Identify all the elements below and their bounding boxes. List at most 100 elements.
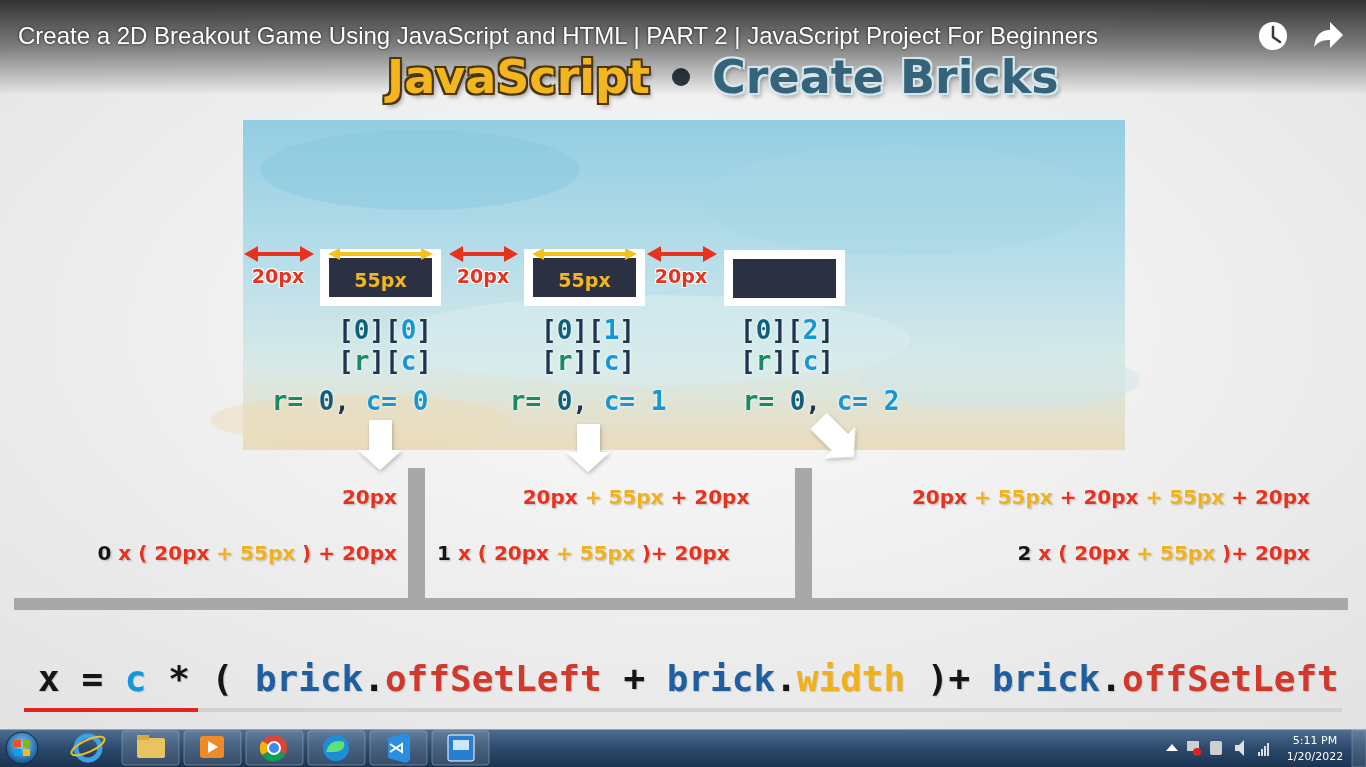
brick-index: [0][0] [338,316,432,346]
progress-played [24,708,198,712]
text-segment: ] [771,346,787,376]
text-segment: [ [787,315,803,345]
text-segment: ( [1058,541,1067,565]
text-segment: [ [588,346,604,376]
text-segment: x [118,541,131,565]
text-segment: 20px [494,541,549,565]
text-segment: * [168,658,190,699]
text-segment: r [756,346,772,376]
share-icon [1314,22,1343,48]
text-segment: 1 [437,541,451,565]
text-segment: + [318,541,335,565]
text-segment: + [1231,485,1248,509]
text-segment: = [852,386,868,416]
x-sum: 20px + 55px + 20px + 55px + 20px [912,486,1310,509]
text-segment [350,386,366,416]
text-segment: + [585,485,602,509]
text-segment: 0 [97,541,111,565]
brick-index: [0][1] [541,316,635,346]
text-segment [397,386,413,416]
text-segment: c [401,346,417,376]
text-segment: , [334,386,350,416]
text-segment: = [619,386,635,416]
text-segment: c [803,346,819,376]
brick-index: [0][2] [740,316,834,346]
text-segment: ] [818,346,834,376]
text-segment: 20px [675,541,730,565]
text-segment: )+ [927,658,970,699]
gap-dimension: 20px [457,266,509,288]
text-segment: r [354,346,370,376]
text-segment: ] [572,346,588,376]
text-segment: 0 [756,315,772,345]
width-arrow [524,249,645,265]
progress-track [24,708,1342,712]
text-segment: r [510,386,526,416]
text-segment: ( [478,541,487,565]
row-col-values: r= 0, c= 1 [510,387,667,417]
text-segment: r [272,386,288,416]
text-segment: ] [818,315,834,345]
width-arrow [320,249,441,265]
text-segment: 0 [401,315,417,345]
text-segment: c [604,346,620,376]
text-segment: 20px [523,485,578,509]
text-segment: = [381,386,397,416]
text-segment: 55px [1160,541,1215,565]
text-segment: ] [369,315,385,345]
text-segment: 0 [413,386,429,416]
text-segment [303,386,319,416]
video-title: Create a 2D Breakout Game Using JavaScri… [18,24,1098,48]
text-segment: ( [212,658,234,699]
text-segment: , [572,386,588,416]
text-segment: + [216,541,233,565]
text-segment: 0 [354,315,370,345]
text-segment [588,386,604,416]
text-segment: [ [385,346,401,376]
text-segment: )+ [1222,541,1248,565]
text-segment: x [38,658,60,699]
row-col-values: r= 0, c= 0 [272,387,429,417]
text-segment: [ [740,346,756,376]
text-segment: 1 [651,386,667,416]
text-segment: [ [541,346,557,376]
text-segment [774,386,790,416]
text-segment: , [805,386,821,416]
gap-dimension: 20px [252,266,304,288]
brick-frame [724,250,845,306]
text-segment: + [671,485,688,509]
text-segment: [ [338,315,354,345]
text-segment: [ [385,315,401,345]
heading-word: Create Bricks [712,54,1059,100]
text-segment: offSetLeft [1122,658,1339,699]
water-panel [210,120,1140,450]
text-segment: brick [255,658,363,699]
text-segment: 20px [342,485,397,509]
text-segment: [ [787,346,803,376]
clock-date: 1/20/2022 [1287,751,1343,764]
index-legend: [r][c] [541,347,635,377]
text-segment: ) [302,541,311,565]
text-segment: brick [992,658,1100,699]
text-segment: 20px [1255,485,1310,509]
x-sum: 20px [342,486,397,509]
text-segment: x [458,541,471,565]
text-segment: 20px [694,485,749,509]
text-segment: ] [572,315,588,345]
text-segment: ] [619,315,635,345]
text-segment: r [743,386,759,416]
text-segment: 20px [154,541,209,565]
text-segment: ( [138,541,147,565]
text-segment: c [604,386,620,416]
text-segment: ] [771,315,787,345]
index-legend: [r][c] [740,347,834,377]
text-segment: 20px [1083,485,1138,509]
text-segment [541,386,557,416]
video-title-shade [0,0,1366,95]
text-segment: 55px [1169,485,1224,509]
text-segment: [ [541,315,557,345]
x-formula-step: 2 x ( 20px + 55px )+ 20px [1017,542,1310,565]
text-segment: 20px [1074,541,1129,565]
text-segment: = [287,386,303,416]
text-segment: 0 [319,386,335,416]
